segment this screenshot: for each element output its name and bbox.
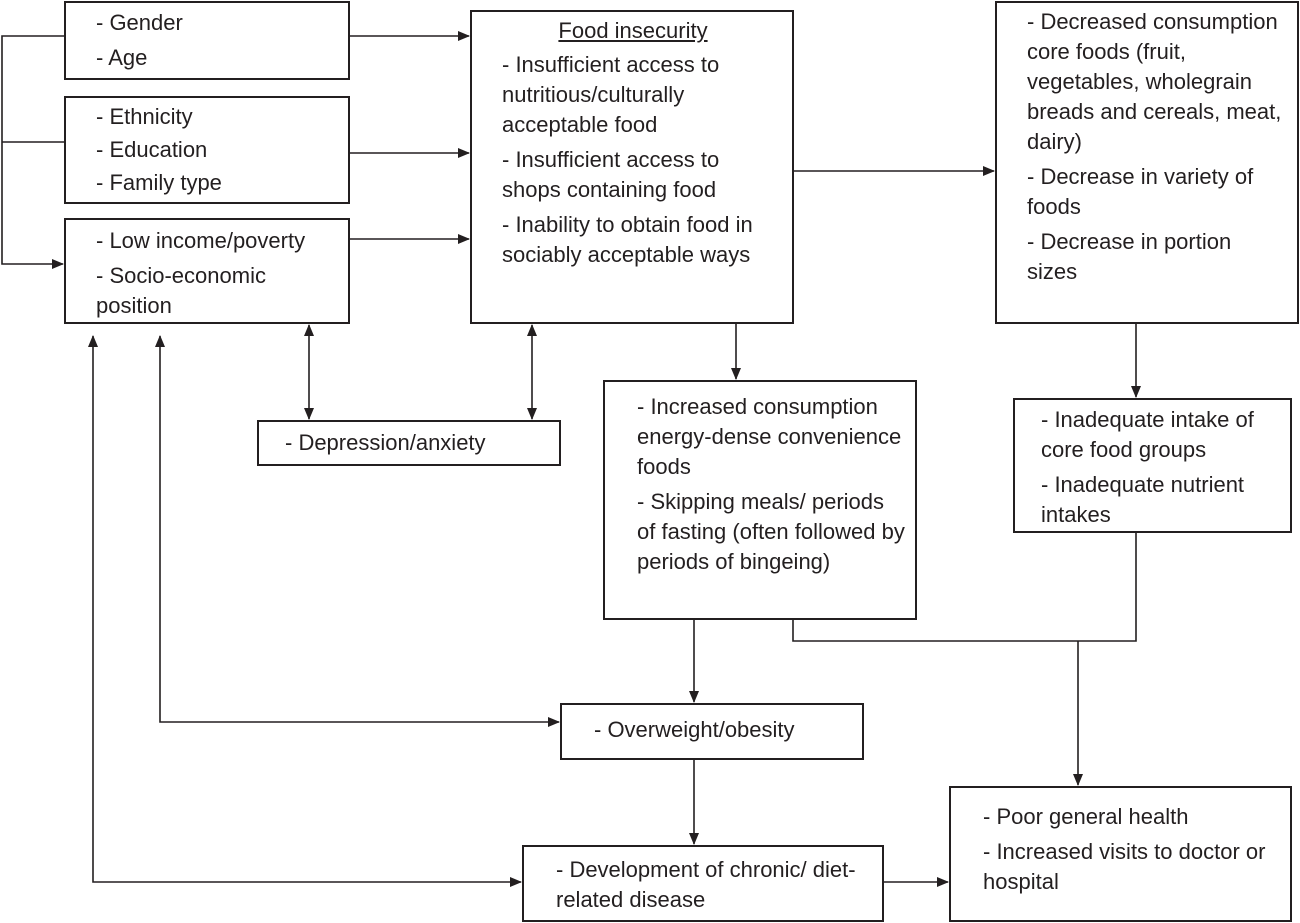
social-factors-item: - Ethnicity: [96, 104, 193, 129]
social-factors-item: - Family type: [96, 170, 222, 195]
inadequate-intake-box: - Inadequate intake of core food groups …: [1013, 398, 1292, 533]
demographics-item: - Gender: [96, 10, 183, 35]
demographics-box: - Gender - Age: [64, 1, 350, 80]
depression-box: - Depression/anxiety: [257, 420, 561, 466]
increased-consumption-item: - Skipping meals/ periods of fasting (of…: [637, 489, 905, 574]
overweight-box: - Overweight/obesity: [560, 703, 864, 760]
decreased-consumption-item: - Decrease in variety of foods: [1027, 164, 1254, 219]
inadequate-intake-item: - Inadequate nutrient intakes: [1041, 472, 1245, 527]
arrow-chronic-disease-to-income: [88, 335, 522, 887]
arrow-overweight-to-income: [155, 335, 560, 727]
demographics-item: - Age: [96, 45, 148, 70]
social-factors-item: - Education: [96, 137, 208, 162]
increased-consumption-item: - Increased consumption energy-dense con…: [637, 394, 902, 479]
food-insecurity-item: - Inability to obtain food in sociably a…: [502, 212, 753, 267]
decreased-consumption-item: - Decrease in portion sizes: [1027, 229, 1232, 284]
food-insecurity-item: - Insufficient access to shops containin…: [502, 147, 720, 202]
chronic-disease-box: - Development of chronic/ diet-related d…: [522, 845, 884, 922]
decreased-consumption-item: - Decreased consumption core foods (frui…: [1027, 9, 1282, 154]
poor-health-item: - Poor general health: [983, 804, 1189, 829]
food-insecurity-title: Food insecurity: [558, 18, 708, 43]
food-insecurity-box: Food insecurity - Insufficient access to…: [470, 10, 794, 324]
connector-left-bracket: [1, 35, 65, 269]
income-item: - Socio-economic position: [96, 263, 266, 318]
increased-consumption-box: - Increased consumption energy-dense con…: [603, 380, 917, 620]
overweight-item: - Overweight/obesity: [594, 717, 795, 742]
poor-health-box: - Poor general health - Increased visits…: [949, 786, 1292, 922]
food-insecurity-item: - Insufficient access to nutritious/cult…: [502, 52, 720, 137]
inadequate-intake-item: - Inadequate intake of core food groups: [1041, 407, 1254, 462]
connector-increased-consumption-merge: [792, 532, 1137, 642]
depression-item: - Depression/anxiety: [285, 430, 486, 455]
poor-health-item: - Increased visits to doctor or hospital: [983, 839, 1266, 894]
income-item: - Low income/poverty: [96, 228, 306, 253]
income-box: - Low income/poverty - Socio-economic po…: [64, 218, 350, 324]
social-factors-box: - Ethnicity - Education - Family type: [64, 96, 350, 204]
decreased-consumption-box: - Decreased consumption core foods (frui…: [995, 1, 1299, 324]
chronic-disease-item: - Development of chronic/ diet-related d…: [556, 857, 856, 912]
